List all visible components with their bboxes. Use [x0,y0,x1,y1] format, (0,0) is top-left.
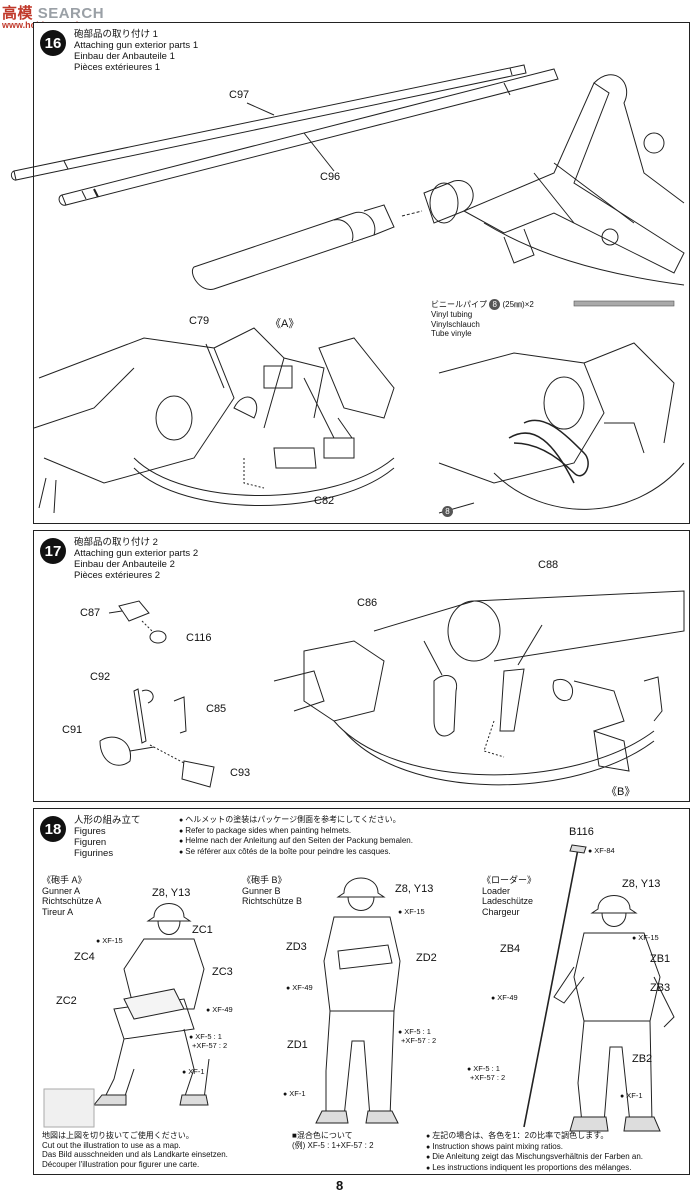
step-16-panel: 16 砲部品の取り付け 1 Attaching gun exterior par… [10,22,690,524]
step-18-title: 人形の組み立て Figures Figuren Figurines [74,815,141,859]
small-parts-drawing [99,600,215,788]
ratio-note: 左記の場合は、各色を1：2の比率で調色します。 Instruction show… [426,1131,643,1173]
gunner-b-heading: 《砲手 B》 Gunner B Richtschütze B [242,875,303,906]
mount-right-drawing [438,342,685,514]
gunner-a-zc3: ZC3 [212,966,233,978]
part-c96: C96 [320,171,341,183]
mount-left-drawing [33,327,395,514]
helmet-note: ヘルメットの塗装はパッケージ側面を参考にしてください。 Refer to pac… [179,815,413,857]
gunner-b-helmet: Z8, Y13 [395,883,434,895]
part-c82: C82 [314,495,335,507]
gunner-b-xf1: XF-1 [283,1089,305,1098]
gunner-a-figure [43,903,210,1128]
map-note: 地図は上図を切り抜いてご使用ください。 Cut out the illustra… [42,1131,228,1169]
gunner-b-zd3: ZD3 [286,941,307,953]
gunner-a-zc4: ZC4 [74,951,95,963]
part-c116: C116 [186,632,212,644]
vinyl-tubing-bar [573,300,675,307]
part-c92: C92 [90,671,111,683]
loader-mix2: +XF-57 : 2 [470,1073,506,1082]
watermark-brand: 高模 SEARCH [2,5,105,22]
step-17-panel: 17 砲部品の取り付け 2 Attaching gun exterior par… [33,530,690,802]
part-a-label: 《A》 [270,318,300,330]
loader-mix1: XF-5 : 1 [467,1064,500,1073]
loader-zb2: ZB2 [632,1053,653,1065]
gunner-a-xf49: XF-49 [206,1005,232,1014]
loader-xf15: XF-15 [632,933,658,942]
gunner-b-xf49: XF-49 [286,983,312,992]
gunner-a-mix1: XF-5 : 1 [189,1032,222,1041]
step-18-number: 18 [40,816,66,842]
gunner-a-zc1: ZC1 [192,924,213,936]
part-c97: C97 [229,89,250,101]
part-c86: C86 [357,597,378,609]
gunner-b-mix1: XF-5 : 1 [398,1027,431,1036]
step-18-panel: 18 人形の組み立て Figures Figuren Figurines ヘルメ… [33,808,690,1175]
part-c85: C85 [206,703,227,715]
loader-xf84: XF-84 [588,846,614,855]
barrel-drawing [10,64,685,290]
loader-xf1: XF-1 [620,1091,642,1100]
gunner-b-xf15: XF-15 [398,907,424,916]
part-c91: C91 [62,724,83,736]
gunner-a-xf1: XF-1 [182,1067,204,1076]
loader-figure [523,844,675,1132]
loader-zb3: ZB3 [650,982,671,994]
gunner-a-xf15: XF-15 [96,936,122,945]
gunner-b-zd2: ZD2 [416,952,437,964]
page-number: 8 [336,1178,344,1193]
part-c88: C88 [538,559,559,571]
mix-note: ■混合色について (例) XF-5 : 1+XF-57 : 2 [292,1131,374,1150]
gunner-a-helmet: Z8, Y13 [152,887,191,899]
gunner-a-zc2: ZC2 [56,995,77,1007]
gunner-a-heading: 《砲手 A》 Gunner A Richtschütze A Tireur A [42,875,102,917]
step-16-number: 16 [40,30,66,56]
vinyl-part-badge: 8 [489,299,501,310]
loader-helmet: Z8, Y13 [622,878,661,890]
loader-zb4: ZB4 [500,943,521,955]
gunner-b-mix2: +XF-57 : 2 [401,1036,437,1045]
part-c93: C93 [230,767,251,779]
loader-zb1: ZB1 [650,953,671,965]
step-16-title: 砲部品の取り付け 1 Attaching gun exterior parts … [74,29,199,73]
step-17-title: 砲部品の取り付け 2 Attaching gun exterior parts … [74,537,199,581]
mount-17-drawing [273,590,685,786]
gunner-a-mix2: +XF-57 : 2 [192,1041,228,1050]
part-c79: C79 [189,315,210,327]
loader-heading: 《ローダー》 Loader Ladeschütze Chargeur [482,875,537,917]
vinyl-tubing-info: ビニールパイプ 8 (25㎜)×2 Vinyl tubing Vinylschl… [431,299,534,338]
gunner-b-figure [315,877,401,1124]
part-b-label: 《B》 [606,786,636,798]
gunner-b-zd1: ZD1 [287,1039,308,1051]
vinyl-callout: 8 [442,506,453,517]
step-17-number: 17 [40,538,66,564]
part-c87: C87 [80,607,101,619]
loader-xf49: XF-49 [491,993,517,1002]
loader-rammer-b116: B116 [569,826,594,838]
